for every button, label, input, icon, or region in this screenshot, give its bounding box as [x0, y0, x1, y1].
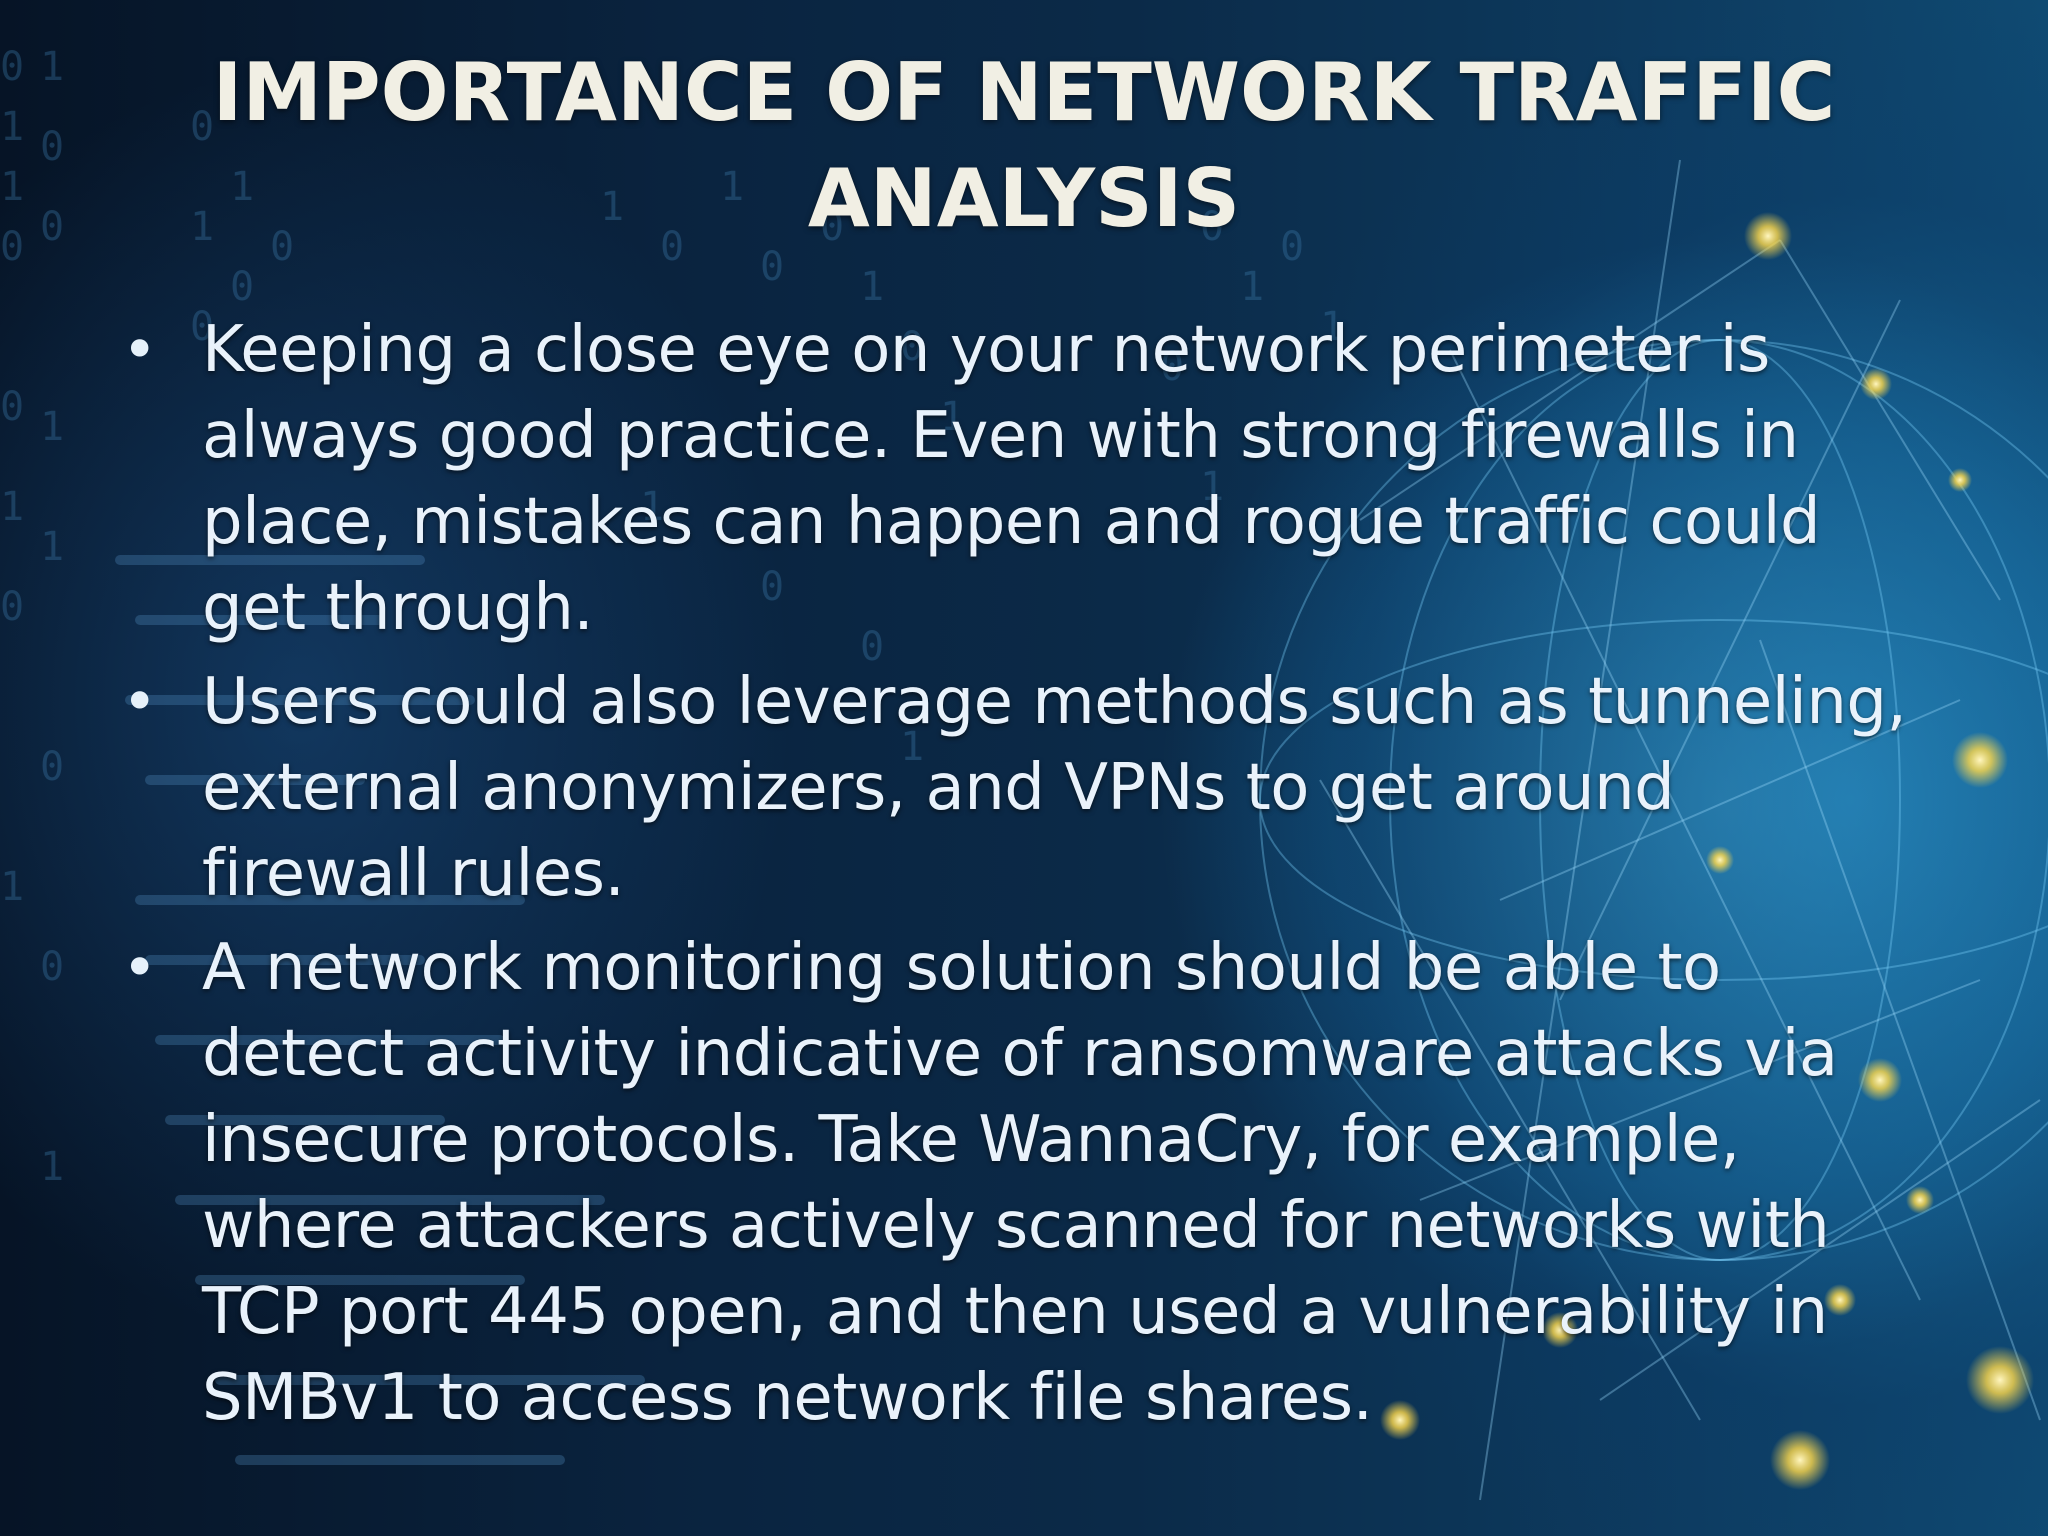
svg-text:0: 0 — [0, 384, 24, 430]
svg-text:0: 0 — [820, 204, 844, 250]
svg-text:1: 1 — [190, 204, 214, 250]
svg-text:1: 1 — [40, 524, 64, 570]
svg-text:1: 1 — [1320, 304, 1344, 350]
svg-text:0: 0 — [40, 124, 64, 170]
svg-text:0: 0 — [1160, 344, 1184, 390]
svg-text:0: 0 — [0, 44, 24, 90]
svg-text:1: 1 — [0, 104, 24, 150]
svg-text:0: 0 — [40, 744, 64, 790]
svg-text:0: 0 — [660, 224, 684, 270]
bullet-text: Keeping a close eye on your network peri… — [202, 313, 1821, 645]
svg-text:0: 0 — [270, 224, 294, 270]
svg-text:0: 0 — [0, 224, 24, 270]
slide-title: IMPORTANCE OF NETWORK TRAFFIC ANALYSIS — [212, 46, 1836, 245]
svg-text:1: 1 — [230, 164, 254, 210]
svg-text:1: 1 — [720, 164, 744, 210]
svg-text:0: 0 — [40, 944, 64, 990]
svg-text:1: 1 — [0, 164, 24, 210]
svg-text:0: 0 — [40, 204, 64, 250]
svg-text:0: 0 — [900, 324, 924, 370]
bullet-list: • Keeping a close eye on your network pe… — [118, 307, 1908, 1449]
svg-text:1: 1 — [640, 484, 664, 530]
svg-text:1: 1 — [600, 184, 624, 230]
network-lines — [1319, 159, 2041, 1501]
globe-rings — [1259, 339, 2048, 1261]
network-nodes — [1380, 212, 2034, 1490]
svg-text:1: 1 — [900, 724, 924, 770]
svg-text:0: 0 — [1200, 204, 1224, 250]
svg-text:1: 1 — [0, 864, 24, 910]
svg-text:1: 1 — [1200, 464, 1224, 510]
bullet-text: A network monitoring solution should be … — [202, 931, 1838, 1435]
svg-text:1: 1 — [40, 44, 64, 90]
code-lines-pattern — [115, 555, 645, 1465]
svg-text:0: 0 — [190, 304, 214, 350]
svg-text:0: 0 — [230, 264, 254, 310]
svg-text:1: 1 — [860, 264, 884, 310]
svg-text:0: 0 — [760, 564, 784, 610]
bullet-marker: • — [122, 315, 158, 385]
svg-text:1: 1 — [940, 394, 964, 440]
bullet-item: • Users could also leverage methods such… — [118, 659, 1908, 917]
bullet-item: • A network monitoring solution should b… — [118, 925, 1908, 1441]
bullet-marker: • — [122, 667, 158, 737]
svg-text:1: 1 — [40, 1144, 64, 1190]
bullet-text: Users could also leverage methods such a… — [202, 665, 1907, 911]
svg-text:1: 1 — [0, 484, 24, 530]
svg-text:1: 1 — [1240, 264, 1264, 310]
bullet-marker: • — [122, 933, 158, 1003]
bullet-item: • Keeping a close eye on your network pe… — [118, 307, 1908, 651]
svg-text:0: 0 — [190, 104, 214, 150]
svg-text:0: 0 — [760, 244, 784, 290]
svg-text:0: 0 — [1280, 224, 1304, 270]
svg-text:0: 0 — [0, 584, 24, 630]
svg-text:0: 0 — [860, 624, 884, 670]
svg-text:1: 1 — [40, 404, 64, 450]
globe-shape — [1160, 240, 2048, 1360]
